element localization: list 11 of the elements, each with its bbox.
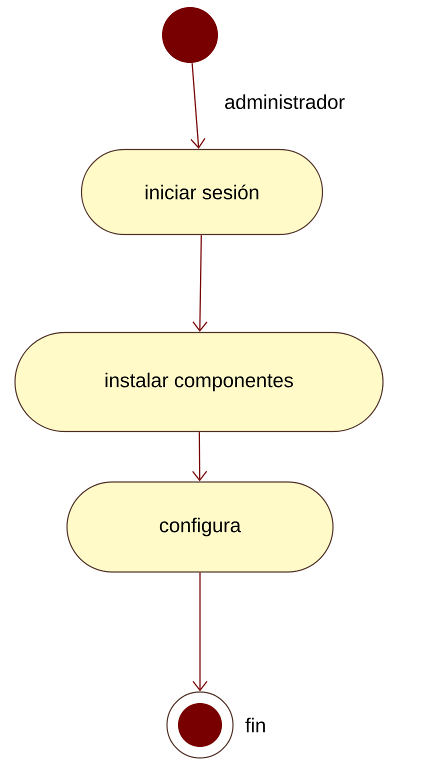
action-box: configura xyxy=(66,481,334,573)
arrow xyxy=(192,572,208,692)
final-node xyxy=(166,691,234,759)
edge-label: administrador xyxy=(223,93,346,110)
arrow xyxy=(192,235,208,332)
arrow xyxy=(192,432,208,482)
action-box: iniciar sesión xyxy=(80,148,324,236)
initial-node xyxy=(162,7,218,63)
node-caption: fin xyxy=(245,718,265,732)
action-box: instalar componentes xyxy=(14,332,384,432)
arrow xyxy=(190,63,206,149)
